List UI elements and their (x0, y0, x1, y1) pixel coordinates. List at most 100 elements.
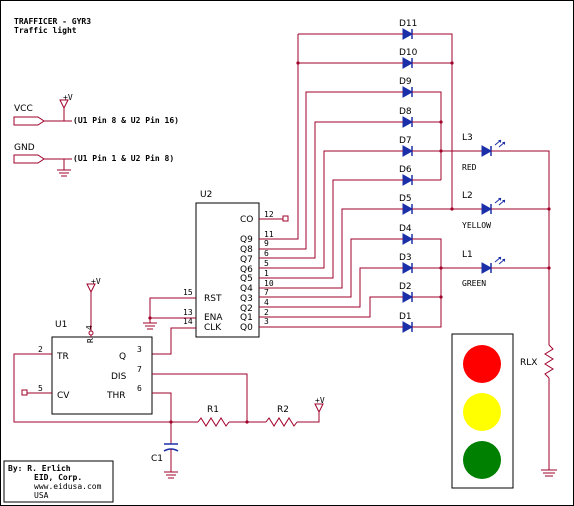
r2-resistor (265, 417, 298, 427)
u1-dis-wire (152, 373, 248, 422)
light-ray-head-icon (502, 200, 505, 203)
l2-color: YELLOW (462, 221, 491, 230)
u1-pin-thr: THR (106, 391, 126, 401)
r2-right-wire (297, 412, 320, 423)
title-line1: TRAFFICER - GYR3 (14, 17, 91, 26)
traffic-light-red (463, 345, 501, 383)
u1-pn-6: 6 (137, 384, 142, 393)
diode-label: D1 (399, 312, 412, 322)
led-return-bus (512, 150, 550, 345)
q9-junction (296, 61, 300, 65)
u1-pin-tr: TR (56, 352, 69, 362)
u1-ref: U1 (55, 320, 67, 330)
diode-icon (402, 262, 414, 274)
u2-pin-ena: ENA (204, 313, 223, 323)
diode-d4: D4 (392, 224, 418, 245)
traffic-light-yellow (463, 393, 501, 431)
diode-label: D11 (399, 19, 417, 29)
u2-pin-q3: Q3 (240, 294, 253, 304)
u1-pin-q: Q (119, 352, 126, 362)
red-bus (418, 91, 442, 180)
diode-icon (402, 86, 414, 98)
r1-ref: R1 (207, 405, 219, 415)
led-l1 (481, 256, 512, 274)
light-ray-head-icon (498, 198, 501, 201)
light-ray-head-icon (498, 257, 501, 260)
u2-pin-q8: Q8 (240, 245, 253, 255)
l2-ref: L2 (462, 191, 473, 201)
l2-junction (547, 207, 551, 211)
q5-wire (259, 179, 392, 279)
u2-pin-rst: RST (204, 294, 222, 304)
u1-pn-2: 2 (38, 345, 43, 354)
r2-ref: R2 (277, 405, 289, 415)
c1-ground-icon (164, 471, 178, 479)
u1-pn-5: 5 (38, 384, 43, 393)
diode-icon (402, 116, 414, 128)
u2-pn-q5: 1 (264, 269, 269, 278)
u2-pin-co: CO (240, 215, 253, 225)
diode-d11: D11 (392, 19, 418, 40)
u1-pn-7: 7 (137, 365, 142, 374)
led-icon (481, 145, 493, 157)
light-ray-head-icon (498, 140, 501, 143)
l1-ref: L1 (462, 250, 473, 260)
rlx-resistor (544, 344, 554, 379)
q1-wire (259, 296, 392, 318)
diode-label: D10 (399, 48, 418, 58)
credits-line3: www.eidusa.com (34, 482, 102, 491)
diode-d9: D9 (392, 77, 418, 98)
u2-pin-q6: Q6 (240, 265, 253, 275)
u1-pin-r: R (86, 338, 95, 343)
diode-label: D2 (399, 282, 412, 292)
u2-pin-numbers: 12 11 9 6 5 1 10 7 4 2 3 15 13 14 (183, 210, 274, 326)
diode-d6: D6 (392, 165, 418, 186)
rlx-ground-icon (541, 469, 557, 477)
traffic-light-green (463, 441, 501, 479)
rlx-ref: RLX (520, 358, 537, 368)
u2-pin-q5: Q5 (240, 274, 253, 284)
diode-icon (402, 203, 414, 215)
credits-line4: USA (34, 491, 49, 500)
u2-pn-co: 12 (264, 210, 274, 219)
diode-d3: D3 (392, 253, 418, 274)
gnd-note: (U1 Pin 1 & U2 Pin 8) (73, 153, 174, 163)
u2-pin-q7: Q7 (240, 255, 253, 265)
u2-pn-q8: 9 (264, 239, 269, 248)
u2-pn-q3: 7 (264, 288, 269, 297)
l1-junction (547, 266, 551, 270)
u2-chip (195, 202, 260, 338)
u2-pn-q6: 5 (264, 259, 269, 268)
credits-line1: By: R. Erlich (8, 463, 71, 473)
u2-pin-q4: Q4 (240, 284, 253, 294)
diode-icon (402, 291, 414, 303)
u2-clk-wire (152, 327, 196, 355)
diode-label: D6 (399, 165, 412, 175)
q3-wire (259, 238, 392, 298)
u2-pin-labels: CO Q9 Q8 Q7 Q6 Q5 Q4 Q3 Q2 Q1 Q0 RST ENA… (204, 215, 253, 333)
gnd-ground-icon (57, 169, 71, 177)
diode-d10: D10 (392, 48, 418, 69)
u2-pn-q9: 11 (264, 230, 274, 239)
u2-pn-rst: 15 (183, 288, 193, 297)
u1-plus-v: +V (91, 277, 101, 286)
vcc-plus-v: +V (63, 93, 73, 102)
u1-pin-dis: DIS (111, 372, 127, 382)
light-ray-head-icon (502, 259, 505, 262)
light-ray-head-icon (502, 142, 505, 145)
q6-wire (259, 150, 392, 269)
vcc-label: VCC (14, 104, 33, 114)
u1-chip (51, 336, 153, 415)
diode-label: D9 (399, 77, 412, 87)
l3-ref: L3 (462, 133, 473, 143)
diode-label: D4 (399, 224, 412, 234)
u2-rst-wire (149, 297, 196, 318)
diode-d2: D2 (392, 282, 418, 303)
r1-resistor (197, 417, 230, 427)
diode-label: D5 (399, 194, 412, 204)
r2-vcc-arrow-icon (314, 403, 324, 414)
gnd-label: GND (14, 143, 35, 153)
